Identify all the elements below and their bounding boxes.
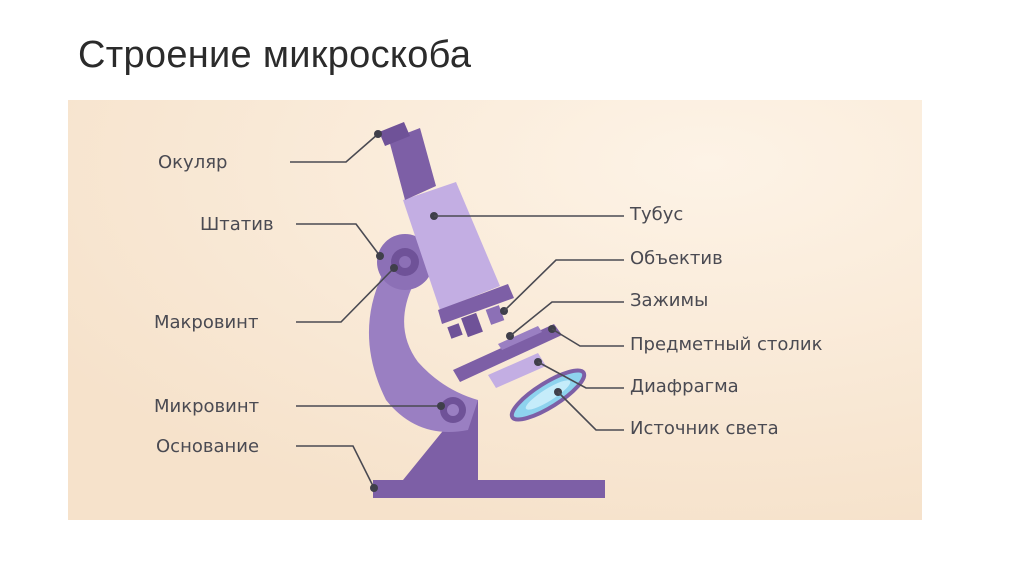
tube-body xyxy=(403,182,500,310)
slide-title: Строение микроскоба xyxy=(78,34,472,76)
label-diaphragm: Диафрагма xyxy=(534,358,739,397)
svg-text:Штатив: Штатив xyxy=(200,214,274,235)
label-light-source: Источник света xyxy=(554,388,779,439)
svg-text:Источник света: Источник света xyxy=(630,418,779,439)
label-coarse-focus: Макровинт xyxy=(154,264,398,333)
svg-text:Основание: Основание xyxy=(156,436,259,457)
nosepiece xyxy=(438,284,514,324)
label-fine-focus: Микровинт xyxy=(154,396,445,417)
microscope-base xyxy=(373,480,605,498)
label-base: Основание xyxy=(156,436,378,492)
svg-text:Окуляр: Окуляр xyxy=(158,152,227,173)
svg-text:Зажимы: Зажимы xyxy=(630,290,708,311)
stage xyxy=(453,324,562,382)
label-tube: Тубус xyxy=(430,204,683,225)
objective-lens xyxy=(461,312,483,338)
microscope-illustration xyxy=(368,122,605,498)
stage-clips xyxy=(498,326,542,350)
svg-text:Тубус: Тубус xyxy=(629,204,683,225)
diaphragm xyxy=(488,353,546,388)
svg-text:Объектив: Объектив xyxy=(630,248,723,269)
svg-text:Диафрагма: Диафрагма xyxy=(630,376,739,397)
svg-text:Макровинт: Макровинт xyxy=(154,312,258,333)
svg-text:Микровинт: Микровинт xyxy=(154,396,259,417)
svg-text:Предметный столик: Предметный столик xyxy=(630,334,823,355)
label-stand: Штатив xyxy=(200,214,384,260)
label-objective: Объектив xyxy=(500,248,723,315)
label-eyepiece: Окуляр xyxy=(158,130,382,173)
microscope-diagram: Окуляр Штатив Макровинт Микровинт Ос xyxy=(68,100,922,520)
label-clips: Зажимы xyxy=(506,290,708,340)
microscope-arm xyxy=(368,260,478,432)
label-stage: Предметный столик xyxy=(548,325,823,355)
eyepiece xyxy=(389,128,436,200)
